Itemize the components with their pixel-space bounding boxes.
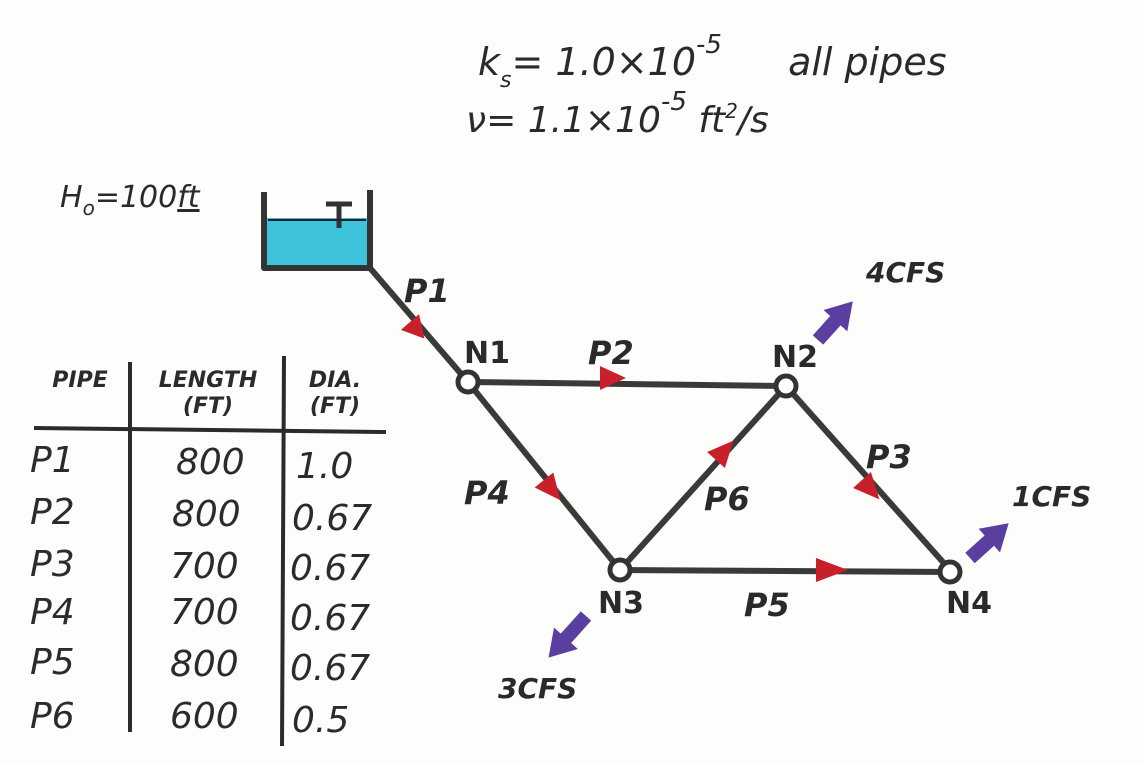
pipe-p6: [617, 383, 789, 573]
cell-diameter: 1.0: [296, 446, 354, 487]
pipe-label-p2: P2: [588, 334, 634, 372]
flow-arrow-p6: [707, 440, 734, 469]
cell-length: 600: [170, 696, 239, 737]
flow-arrow-p2: [600, 366, 626, 390]
node-n4: [937, 559, 963, 585]
table-header-diameter: DIA. (FT): [308, 368, 362, 419]
table-header-length: LENGTH (FT): [158, 368, 258, 419]
cell-diameter: 0.67: [290, 548, 371, 589]
cell-pipe: P5: [30, 642, 75, 683]
flow-arrow-p1: [400, 314, 425, 339]
demand-label-n3: 3CFS: [498, 672, 578, 705]
pipe-label-p5: P5: [744, 586, 790, 624]
cell-pipe: P2: [30, 492, 75, 533]
pipe-label-p1: P1: [404, 272, 450, 310]
cell-length: 800: [172, 494, 241, 535]
node-n1: [455, 369, 481, 395]
table-header-rule: [33, 426, 387, 434]
pipe-label-p3: P3: [866, 438, 912, 476]
cell-pipe: P3: [30, 544, 75, 585]
pipe-label-p6: P6: [704, 480, 750, 518]
table-col-divider-2: [280, 355, 286, 747]
water-surface-symbol: [326, 201, 352, 228]
cell-pipe: P6: [30, 696, 75, 737]
nu-unit: ft2/s: [698, 99, 769, 141]
node-label-n4: N4: [946, 586, 992, 621]
pipe-label-p4: P4: [464, 474, 510, 512]
reservoir-water: [265, 218, 367, 266]
nu-exponent: -5: [660, 87, 687, 117]
demand-arrow-n4: [965, 523, 1009, 564]
pipe-p2: [467, 379, 787, 389]
ks-subscript: s: [500, 68, 512, 93]
flow-arrow-p3: [853, 471, 880, 500]
node-label-n1: N1: [464, 336, 510, 371]
table-header-pipe: PIPE: [52, 368, 108, 393]
demand-arrow-n3: [548, 611, 592, 658]
node-n2: [773, 373, 799, 399]
reservoir-head-label: Ho=100ft: [60, 180, 200, 220]
pipe-p4: [465, 380, 623, 572]
ks-exponent: -5: [696, 30, 722, 60]
nu-value: = 1.1×10: [486, 100, 661, 141]
cell-pipe: P1: [30, 440, 75, 481]
flow-arrow-p5: [816, 558, 848, 582]
node-n3: [607, 557, 633, 583]
viscosity-formula: ν= 1.1×10-5 ft2/s: [466, 87, 769, 141]
demand-arrow-n2: [812, 301, 853, 345]
ks-scope: all pipes: [788, 40, 947, 84]
nu-symbol: ν: [466, 100, 487, 141]
demand-label-n4: 1CFS: [1012, 480, 1092, 513]
cell-diameter: 0.5: [292, 700, 350, 741]
cell-diameter: 0.67: [290, 598, 371, 639]
reservoir-tank: [261, 190, 373, 271]
pipe-p5: [619, 567, 951, 575]
cell-diameter: 0.67: [292, 498, 373, 539]
ks-value: = 1.0×10: [511, 40, 697, 84]
cell-diameter: 0.67: [290, 648, 371, 689]
roughness-formula: ks= 1.0×10-5 all pipes: [478, 30, 947, 93]
node-label-n2: N2: [772, 340, 818, 375]
cell-length: 700: [170, 546, 239, 587]
flow-arrow-p4: [534, 472, 561, 501]
cell-length: 800: [176, 442, 245, 483]
cell-length: 800: [170, 644, 239, 685]
node-label-n3: N3: [598, 586, 644, 621]
cell-pipe: P4: [30, 592, 75, 633]
demand-label-n2: 4CFS: [866, 256, 946, 289]
cell-length: 700: [170, 592, 239, 633]
ks-symbol: k: [478, 40, 501, 84]
